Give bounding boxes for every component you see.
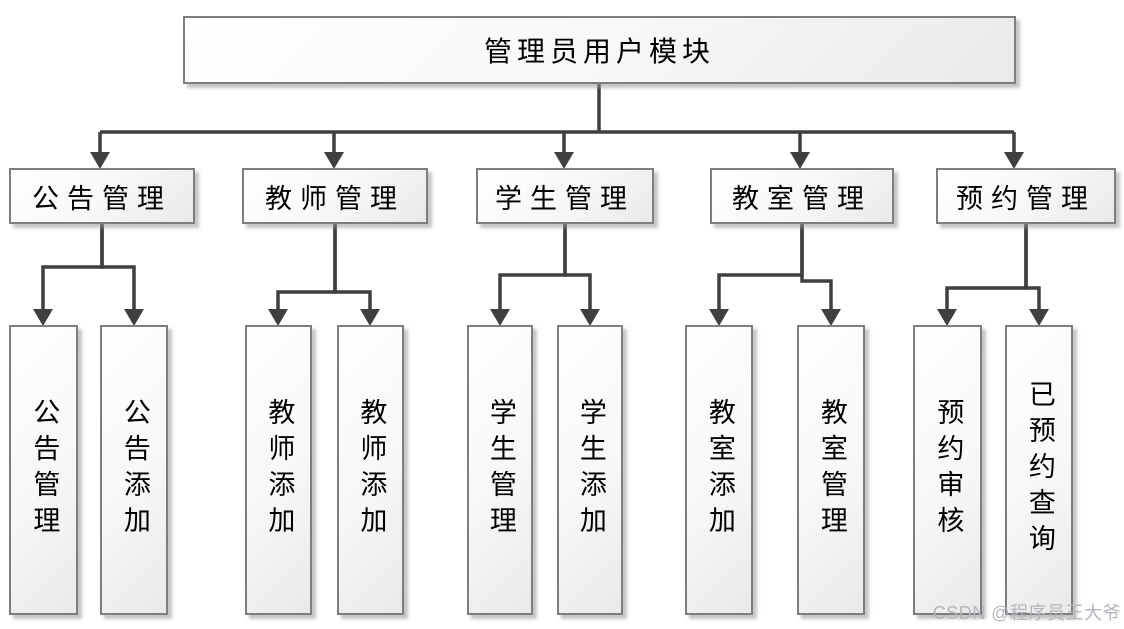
node-label: 学生管理 [495, 183, 635, 214]
node-student-mgmt-leaf: 学生管理 [467, 325, 533, 615]
node-reserved-query: 已预约查询 [1005, 325, 1073, 615]
arrowhead-icon [580, 309, 600, 326]
arrowhead-icon [554, 152, 574, 169]
node-label: 教室管理 [816, 398, 847, 542]
connector-line [563, 224, 592, 310]
arrowhead-icon [33, 309, 53, 326]
arrowhead-icon [124, 309, 144, 326]
node-reservation-review: 预约审核 [913, 325, 982, 615]
node-classroom-mgmt: 教室管理 [710, 168, 894, 224]
connector-line [717, 224, 804, 310]
watermark: CSDN @程序员王大爷 [932, 603, 1121, 623]
node-label: 教室添加 [704, 398, 735, 542]
node-classroom-mgmt-leaf: 教室管理 [797, 325, 865, 615]
arrowhead-icon [821, 309, 841, 326]
arrowhead-icon [709, 309, 729, 326]
node-label: 教师添加 [264, 398, 295, 542]
node-label: 公告添加 [119, 398, 150, 542]
node-student-mgmt: 学生管理 [476, 168, 654, 224]
node-teacher-mgmt: 教师管理 [242, 168, 428, 224]
node-label: 教室管理 [732, 183, 872, 214]
node-label: 预约审核 [933, 398, 964, 542]
connector-line [333, 224, 372, 310]
node-label: 已预约查询 [1024, 380, 1055, 560]
connector-line [498, 224, 567, 310]
node-label: 学生管理 [485, 398, 516, 542]
arrowhead-icon [490, 309, 510, 326]
node-classroom-add: 教室添加 [685, 325, 753, 615]
arrowhead-icon [937, 309, 957, 326]
node-admin-user-module: 管理员用户模块 [183, 16, 1016, 84]
node-label: 公告管理 [32, 183, 172, 214]
connector-line [800, 224, 833, 310]
connector-line [276, 224, 337, 310]
node-label: 管理员用户模块 [483, 37, 715, 68]
node-label: 预约管理 [956, 183, 1096, 214]
arrowhead-icon [1004, 152, 1024, 169]
arrowhead-icon [1029, 309, 1049, 326]
node-label: 教师管理 [265, 183, 405, 214]
node-label: 教师添加 [356, 398, 387, 542]
node-teacher-add-2: 教师添加 [337, 325, 404, 615]
arrowhead-icon [268, 309, 288, 326]
node-teacher-add-1: 教师添加 [245, 325, 312, 615]
arrowhead-icon [90, 152, 110, 169]
node-label: 学生添加 [575, 398, 606, 542]
connector-line [1024, 224, 1041, 310]
arrowhead-icon [324, 152, 344, 169]
connector-line [41, 224, 104, 310]
node-student-add: 学生添加 [557, 325, 623, 615]
node-announcement-add: 公告添加 [100, 325, 168, 615]
node-announcement-mgmt: 公告管理 [9, 168, 195, 224]
node-label: 公告管理 [29, 398, 60, 542]
node-reservation-mgmt: 预约管理 [936, 168, 1116, 224]
arrowhead-icon [790, 152, 810, 169]
arrowhead-icon [360, 309, 380, 326]
connector-line [100, 224, 136, 310]
connector-line [945, 224, 1028, 310]
node-announcement-mgmt-leaf: 公告管理 [9, 325, 78, 615]
